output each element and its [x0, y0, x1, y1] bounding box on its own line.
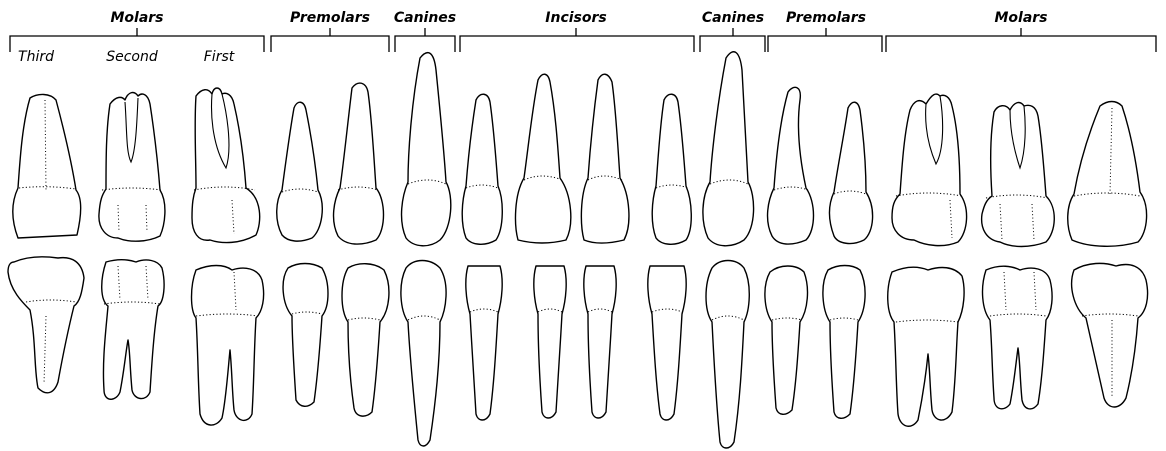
- upper-right-first-premolar: [768, 87, 814, 244]
- molar-label-second: Second: [106, 49, 158, 65]
- lower-right-first-premolar: [765, 266, 808, 414]
- lower-left-third-molar: [8, 257, 84, 393]
- bracket-canines-right: [700, 28, 765, 52]
- upper-left-first-molar: [192, 88, 260, 243]
- lower-left-second-premolar: [283, 264, 328, 407]
- upper-left-central-incisor: [516, 74, 571, 243]
- lower-left-first-premolar: [342, 264, 389, 416]
- bracket-premolars-left: [271, 28, 389, 52]
- group-label-canines-left: Canines: [394, 10, 456, 26]
- lower-left-central-incisor: [534, 266, 566, 418]
- group-label-premolars-left: Premolars: [290, 10, 370, 26]
- lower-right-second-premolar: [823, 266, 865, 419]
- lower-right-third-molar: [1072, 263, 1148, 407]
- bracket-incisors: [460, 28, 694, 52]
- group-label-premolars-right: Premolars: [786, 10, 866, 26]
- lower-right-first-molar: [888, 267, 964, 426]
- lower-right-lateral-incisor: [648, 266, 686, 420]
- upper-right-first-molar: [892, 94, 967, 246]
- group-label-incisors: Incisors: [545, 10, 606, 26]
- upper-left-third-molar: [13, 94, 81, 238]
- upper-right-second-molar: [982, 103, 1055, 247]
- upper-right-third-molar: [1068, 102, 1147, 247]
- upper-left-canine: [402, 53, 451, 246]
- group-label-molars-right: Molars: [994, 10, 1047, 26]
- bracket-canines-left: [395, 28, 455, 52]
- lower-left-second-molar: [102, 260, 164, 400]
- lower-right-second-molar: [983, 266, 1053, 409]
- upper-left-first-premolar: [334, 83, 384, 244]
- lower-left-first-molar: [192, 266, 264, 426]
- upper-right-canine: [703, 52, 754, 246]
- molar-label-third: Third: [18, 49, 54, 65]
- group-label-molars-left: Molars: [110, 10, 163, 26]
- upper-right-second-premolar: [830, 102, 873, 243]
- upper-right-lateral-incisor: [652, 94, 691, 244]
- molar-label-first: First: [204, 49, 235, 65]
- upper-left-second-premolar: [277, 102, 323, 241]
- upper-left-second-molar: [99, 93, 165, 242]
- lower-left-lateral-incisor: [466, 266, 502, 420]
- group-label-canines-right: Canines: [702, 10, 764, 26]
- bracket-molars-right: [886, 28, 1156, 52]
- upper-left-lateral-incisor: [462, 94, 502, 244]
- lower-left-canine: [401, 261, 446, 447]
- upper-right-central-incisor: [581, 74, 629, 243]
- lower-right-central-incisor: [584, 266, 616, 418]
- bracket-premolars-right: [768, 28, 882, 52]
- lower-right-canine: [706, 261, 749, 449]
